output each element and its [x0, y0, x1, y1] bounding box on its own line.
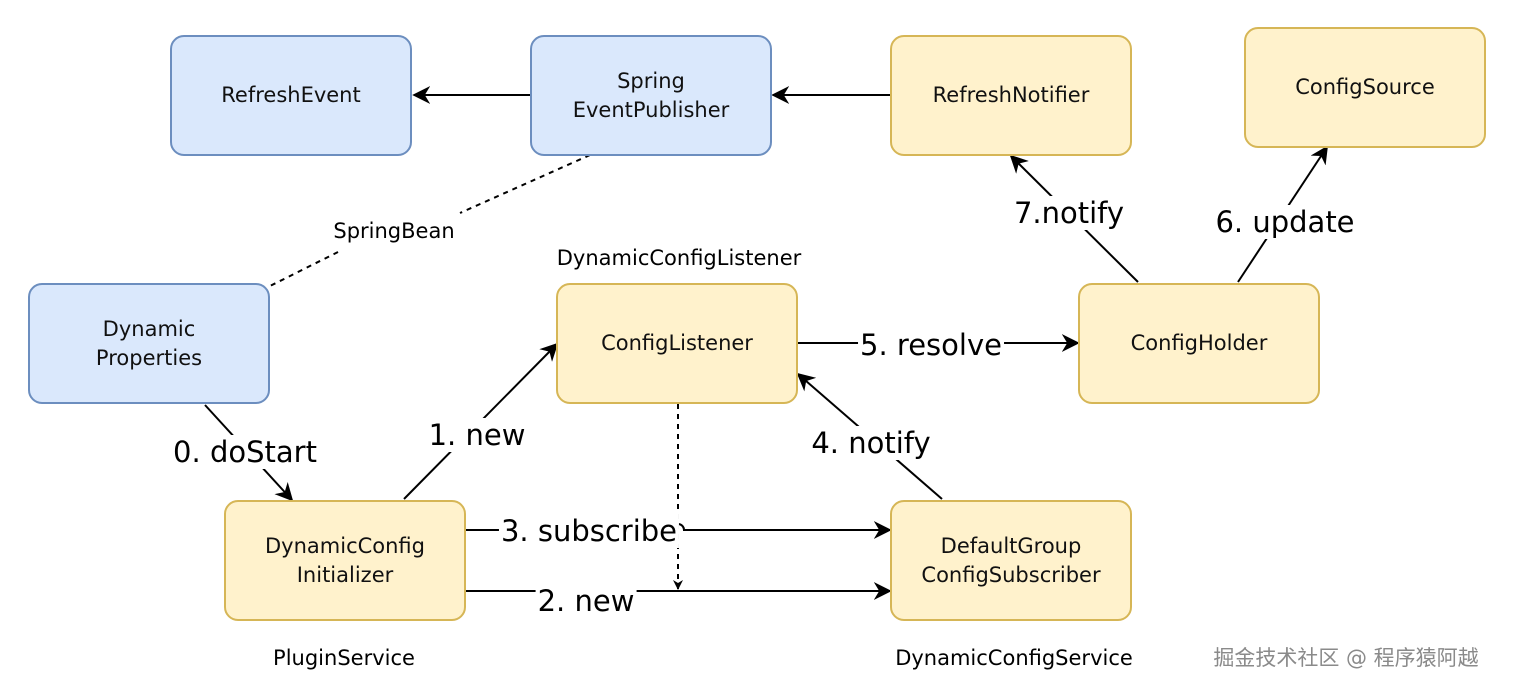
edge-label-do-start: 0. doStart [171, 435, 319, 469]
node-dynamic-properties[interactable]: Dynamic Properties [28, 283, 270, 404]
node-config-listener[interactable]: ConfigListener [556, 283, 798, 404]
caption-dynamic-config-listener: DynamicConfigListener [556, 246, 802, 270]
edge-label-notify-notifier: 7.notify [1011, 196, 1127, 230]
edge-label-new-listener: 1. new [426, 418, 528, 452]
watermark: 掘金技术社区 @ 程序猿阿越 [1213, 646, 1479, 670]
node-default-group-config-subscriber[interactable]: DefaultGroup ConfigSubscriber [890, 500, 1132, 621]
node-refresh-notifier[interactable]: RefreshNotifier [890, 35, 1132, 156]
node-config-source[interactable]: ConfigSource [1244, 27, 1486, 148]
edge-spring-bean-dashed-lower [267, 251, 339, 288]
caption-plugin-service: PluginService [273, 646, 415, 670]
caption-spring-bean: SpringBean [329, 218, 459, 244]
node-config-holder[interactable]: ConfigHolder [1078, 283, 1320, 404]
edge-label-resolve: 5. resolve [858, 328, 1004, 362]
edge-label-subscribe: 3. subscribe [498, 514, 680, 548]
caption-dynamic-config-service: DynamicConfigService [895, 646, 1133, 670]
edge-label-notify-listener: 4. notify [809, 426, 933, 460]
edge-label-update: 6. update [1213, 205, 1357, 239]
edge-spring-bean-dashed-upper [459, 154, 591, 214]
node-spring-event-publisher[interactable]: Spring EventPublisher [530, 35, 772, 156]
node-dynamic-config-initializer[interactable]: DynamicConfig Initializer [224, 500, 466, 621]
edge-label-new-subscriber: 2. new [535, 584, 637, 618]
node-refresh-event[interactable]: RefreshEvent [170, 35, 412, 156]
